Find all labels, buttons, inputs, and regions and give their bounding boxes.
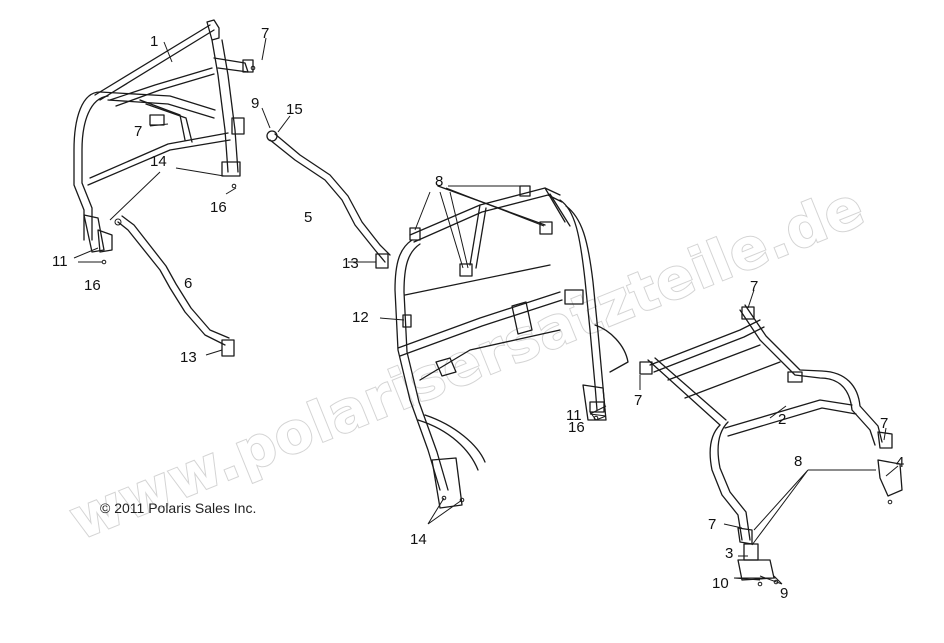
copyright-notice: © 2011 Polaris Sales Inc. [100, 500, 256, 516]
callout-1: 1 [150, 33, 158, 50]
callout-7: 7 [134, 123, 142, 140]
callout-13: 13 [180, 349, 197, 366]
callout-15: 15 [286, 101, 303, 118]
callout-11: 11 [566, 407, 582, 424]
callout-13: 13 [342, 255, 359, 272]
callout-7: 7 [634, 392, 642, 409]
front-cage-assembly [73, 19, 256, 265]
callout-4: 4 [896, 454, 904, 471]
rear-cage-assembly [639, 304, 903, 587]
callout-14: 14 [410, 531, 427, 548]
callout-14: 14 [150, 153, 167, 170]
callout-16: 16 [84, 277, 101, 294]
callout-7: 7 [750, 278, 758, 295]
callout-10: 10 [712, 575, 729, 592]
callout-2: 2 [778, 411, 786, 428]
callout-5: 5 [304, 209, 312, 226]
callout-7: 7 [261, 25, 269, 42]
callout-7: 7 [708, 516, 716, 533]
callout-7: 7 [880, 415, 888, 432]
callout-6: 6 [184, 275, 192, 292]
callout-12: 12 [352, 309, 369, 326]
callout-3: 3 [725, 545, 733, 562]
callout-8: 8 [435, 173, 443, 190]
callout-9: 9 [780, 585, 788, 602]
center-cage-assembly [394, 185, 629, 509]
callout-16: 16 [210, 199, 227, 216]
leader-lines [73, 37, 899, 585]
brace-tube-6 [114, 215, 235, 357]
callout-8: 8 [794, 453, 802, 470]
callout-16: 16 [568, 419, 585, 436]
brace-tube-5 [266, 130, 391, 269]
callout-labels: 1 7 7 9 15 14 16 5 11 16 6 13 13 8 12 11… [52, 25, 904, 602]
callout-11: 11 [52, 253, 68, 270]
callout-9: 9 [251, 95, 259, 112]
